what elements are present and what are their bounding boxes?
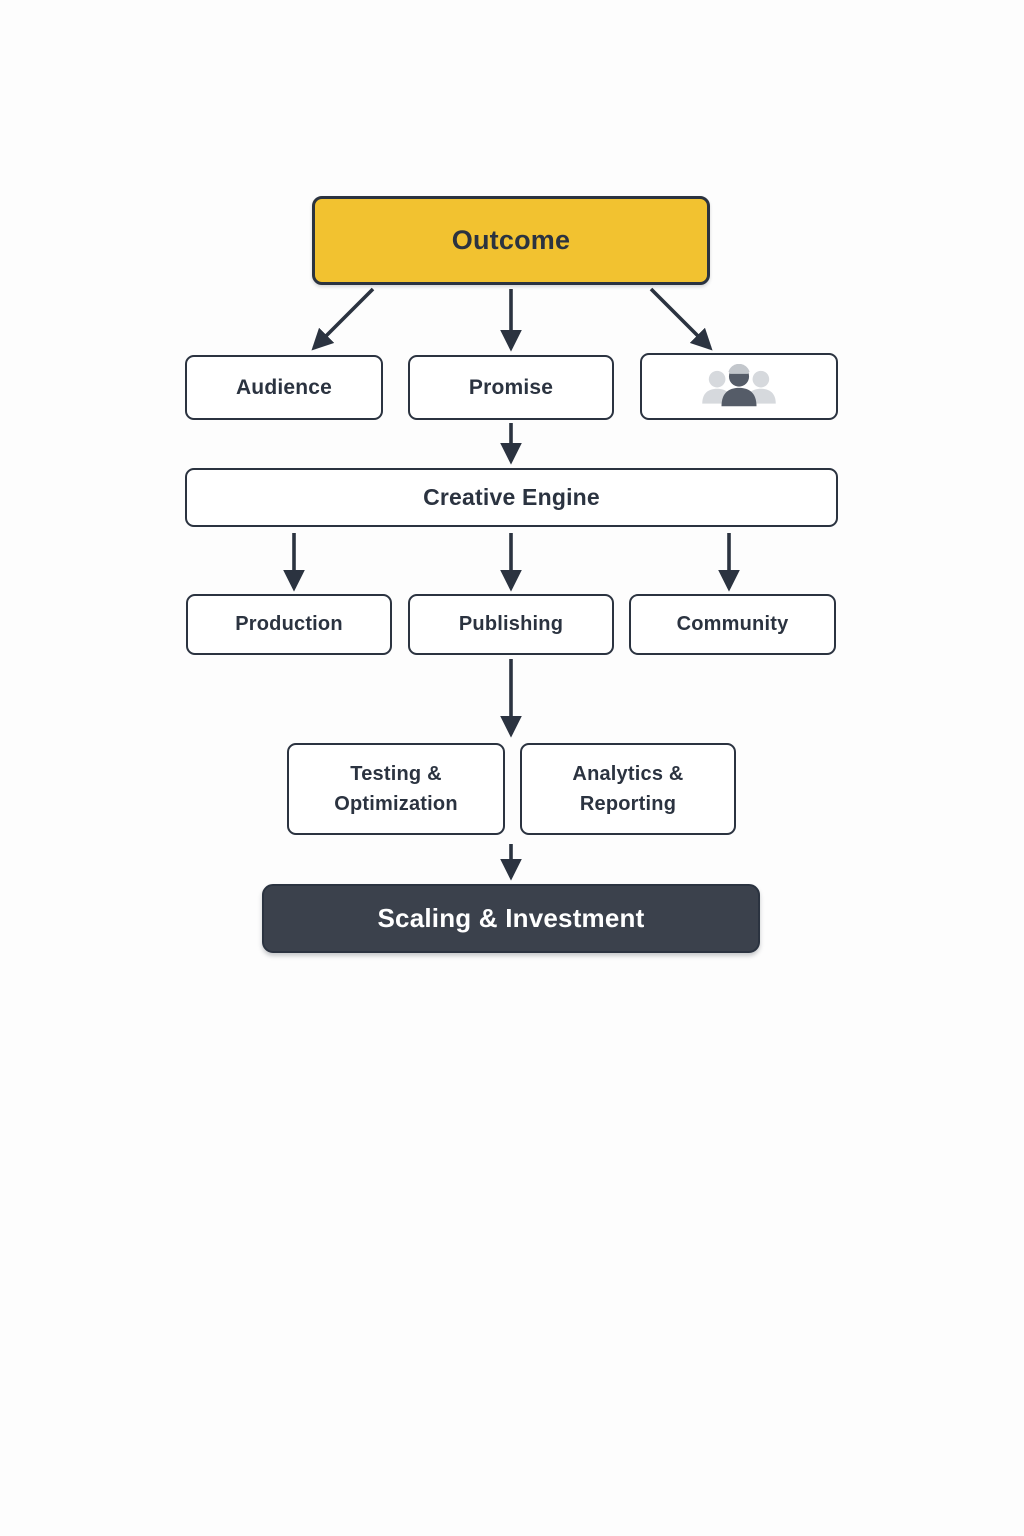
- node-audience: Audience: [185, 355, 383, 420]
- node-testing-optimization: Testing & Optimization: [287, 743, 505, 835]
- node-publishing-label: Publishing: [458, 613, 564, 635]
- node-production-label: Production: [235, 613, 343, 635]
- node-community: Community: [629, 594, 836, 655]
- people-group-icon: [702, 363, 776, 406]
- node-community-label: Community: [676, 613, 789, 635]
- node-creative-engine: Creative Engine: [185, 468, 838, 527]
- node-outcome-label: Outcome: [451, 225, 571, 255]
- node-analytics-reporting: Analytics & Reporting: [520, 743, 736, 835]
- node-promise: Promise: [408, 355, 614, 420]
- node-analytics-reporting-label: Analytics & Reporting: [572, 763, 684, 815]
- node-production: Production: [186, 594, 392, 655]
- node-team: [640, 353, 838, 420]
- node-scaling-investment-label: Scaling & Investment: [377, 903, 645, 933]
- node-scaling-investment: Scaling & Investment: [262, 884, 760, 953]
- node-outcome: Outcome: [312, 196, 710, 285]
- node-creative-engine-label: Creative Engine: [423, 484, 600, 510]
- node-publishing: Publishing: [408, 594, 614, 655]
- arrow-outcome-audience: [311, 287, 375, 351]
- node-testing-optimization-label: Testing & Optimization: [334, 763, 458, 815]
- node-audience-label: Audience: [235, 375, 333, 399]
- arrow-outcome-team: [649, 287, 713, 351]
- node-promise-label: Promise: [468, 375, 554, 399]
